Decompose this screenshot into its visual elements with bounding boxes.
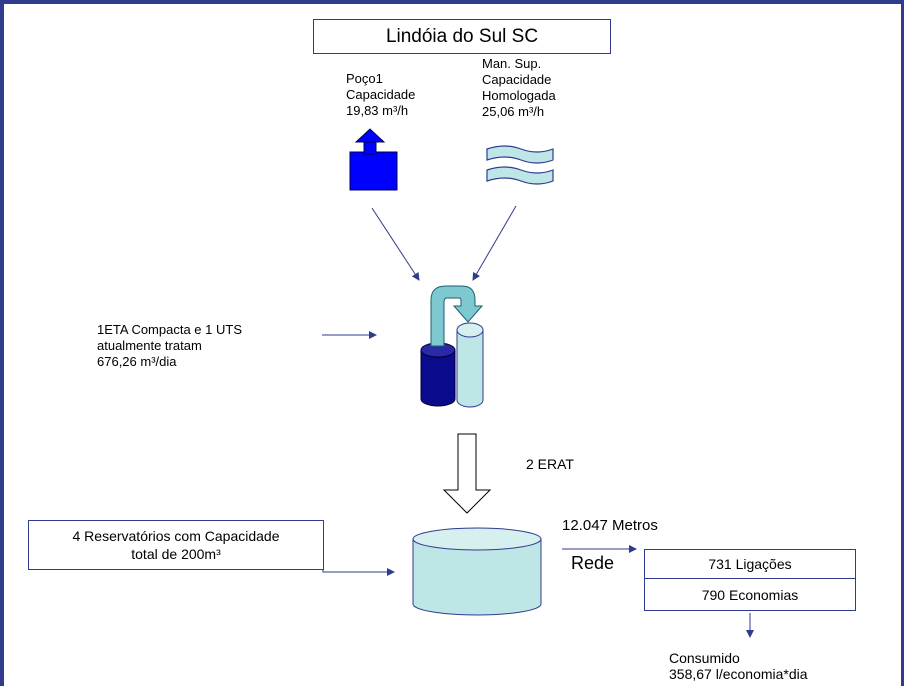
consumption-value: 358,67 l/economia*dia bbox=[669, 666, 808, 682]
title-text: Lindóia do Sul SC bbox=[385, 25, 539, 47]
economies-text: 790 Economias bbox=[701, 586, 799, 603]
reservoir-icon bbox=[412, 527, 542, 616]
frame-top-border bbox=[0, 0, 904, 4]
erat-down-arrow bbox=[442, 433, 492, 514]
erat-label: 2 ERAT bbox=[526, 456, 574, 472]
frame-right-border bbox=[901, 0, 904, 686]
connections-box: 731 Ligações bbox=[644, 549, 856, 579]
arrow-reservoirs-box bbox=[322, 568, 395, 576]
economies-box: 790 Economias bbox=[644, 578, 856, 611]
reservoirs-box: 4 Reservatórios com Capacidade total de … bbox=[28, 520, 324, 570]
network-label: Rede bbox=[571, 553, 615, 573]
arrow-surface-to-treatment bbox=[472, 205, 517, 281]
consumption-label: Consumido 358,67 l/economia*dia bbox=[669, 650, 808, 682]
well-capacity-label: Capacidade bbox=[346, 87, 416, 102]
consumption-title: Consumido bbox=[669, 650, 740, 666]
surface-capacity-value: 25,06 m³/h bbox=[482, 104, 545, 119]
title-box: Lindóia do Sul SC bbox=[313, 19, 611, 54]
reservoirs-line2: total de 200m³ bbox=[131, 546, 221, 562]
reservoirs-line1: 4 Reservatórios com Capacidade bbox=[72, 528, 280, 544]
arrow-well-to-treatment bbox=[371, 207, 420, 281]
treatment-line3: 676,26 m³/dia bbox=[97, 354, 177, 369]
treatment-line2: atualmente tratam bbox=[97, 338, 202, 353]
surface-label: Man. Sup. Capacidade Homologada 25,06 m³… bbox=[482, 56, 556, 120]
network-length: 12.047 Metros bbox=[562, 517, 658, 534]
well-icon bbox=[349, 128, 398, 191]
treatment-line1: 1ETA Compacta e 1 UTS bbox=[97, 322, 242, 337]
surface-water-icon bbox=[486, 145, 554, 185]
frame-left-border bbox=[0, 0, 4, 686]
surface-line1: Man. Sup. bbox=[482, 56, 542, 71]
well-name: Poço1 bbox=[346, 71, 383, 86]
treatment-plant-icon bbox=[420, 285, 484, 408]
surface-line2: Capacidade bbox=[482, 72, 552, 87]
well-capacity-value: 19,83 m³/h bbox=[346, 103, 409, 118]
treatment-label: 1ETA Compacta e 1 UTS atualmente tratam … bbox=[97, 322, 242, 370]
connections-text: 731 Ligações bbox=[708, 556, 792, 572]
surface-line3: Homologada bbox=[482, 88, 556, 103]
well-label: Poço1 Capacidade 19,83 m³/h bbox=[346, 71, 415, 119]
